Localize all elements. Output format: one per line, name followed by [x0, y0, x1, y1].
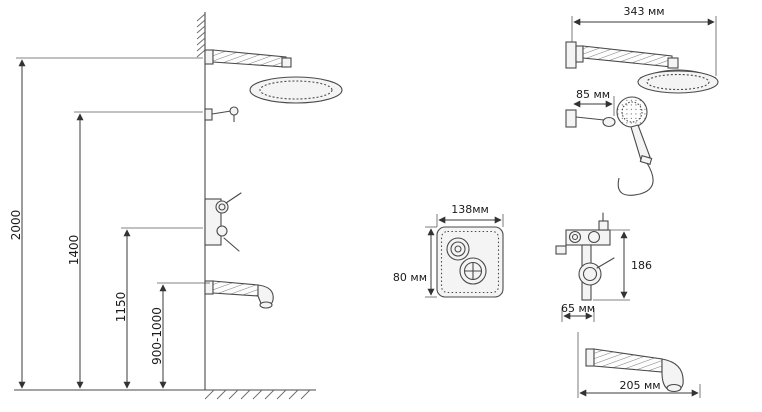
hand-shower-holder — [204, 106, 239, 122]
panel-body — [436, 226, 504, 298]
dimension-holder-height: 1400 — [67, 111, 203, 389]
panel-front-view: 138мм 80 мм — [393, 203, 504, 298]
dim-label-holder-height: 1400 — [67, 235, 81, 266]
hand-shower-assembly — [565, 96, 654, 196]
dimension-arm-length: 343 мм — [571, 5, 717, 76]
mixer-side-view: 186 65 мм — [555, 212, 652, 322]
dim-label-valve-offset: 65 мм — [561, 302, 595, 315]
dim-label-mixer-height: 1150 — [114, 292, 128, 323]
dimension-valve-offset: 65 мм — [561, 302, 595, 322]
dim-label-spout-length: 205 мм — [619, 379, 660, 392]
dim-label-panel-width: 138мм — [451, 203, 489, 216]
dim-label-arm-length: 343 мм — [623, 5, 664, 18]
dimension-spout-height: 900-1000 — [150, 282, 210, 389]
shower-arm-front — [565, 41, 679, 69]
dimension-spout-length: 205 мм — [579, 379, 701, 398]
floor — [14, 389, 316, 400]
dimension-valve-height: 186 — [593, 229, 652, 301]
shower-head-front — [637, 69, 719, 94]
dim-label-valve-height: 186 — [631, 259, 652, 272]
spout-view: 205 мм — [577, 332, 701, 398]
shower-arm — [204, 49, 292, 68]
dimension-wall-height: 2000 — [9, 57, 203, 389]
shower-head — [249, 76, 343, 104]
dimension-mixer-height: 1150 — [114, 227, 203, 389]
mixer-valve — [204, 192, 242, 252]
tub-spout — [204, 280, 274, 309]
dim-label-panel-height: 80 мм — [393, 271, 427, 284]
mixer-side-body — [555, 212, 615, 301]
dimension-holder-offset: 85 мм — [573, 88, 615, 116]
dim-label-spout-height: 900-1000 — [150, 307, 164, 365]
dimension-panel-width: 138мм — [436, 203, 504, 227]
right-shower-view: 343 мм 85 мм — [565, 5, 719, 196]
dimension-panel-height: 80 мм — [393, 226, 437, 298]
dim-label-wall-height: 2000 — [9, 210, 23, 241]
wall — [196, 12, 206, 390]
dim-label-holder-offset: 85 мм — [576, 88, 610, 101]
spout-body — [577, 332, 684, 398]
left-installation-view: 2000 1400 1150 900-1000 — [9, 12, 343, 400]
